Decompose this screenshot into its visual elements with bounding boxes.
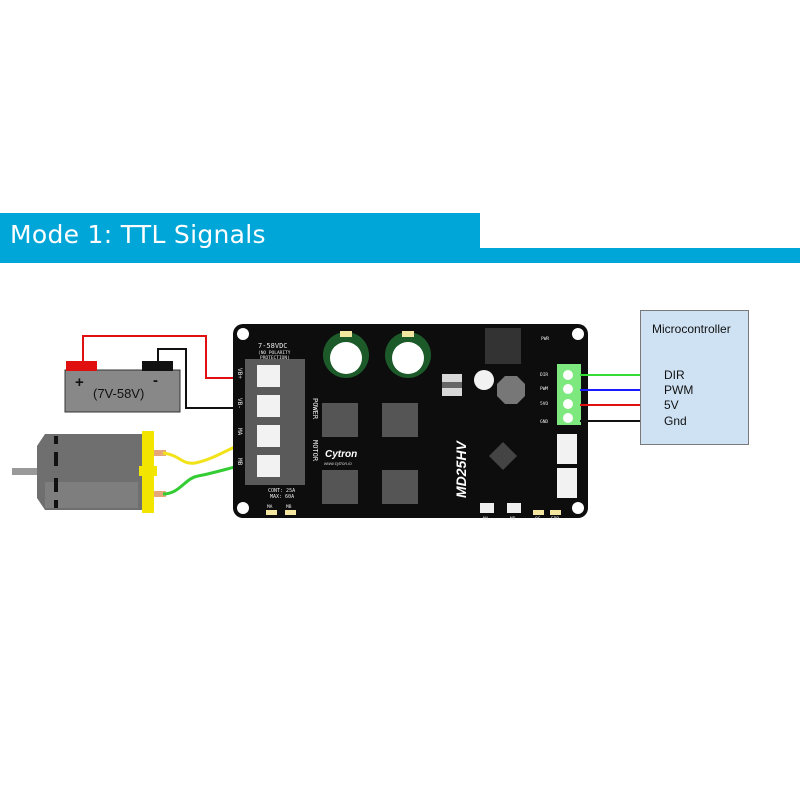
pin-label-gnd: GND (540, 419, 548, 425)
terminal-label: VB- (236, 398, 243, 409)
led-mb (285, 510, 296, 515)
terminal-vb-minus (257, 395, 280, 417)
wire-battery-negative (157, 348, 262, 409)
mc-pin-pwm: PWM (664, 383, 694, 397)
brand-logo: Cytron (325, 449, 357, 460)
mount-hole (572, 328, 584, 340)
switch-header (557, 468, 577, 498)
motor-driver-board: 7-58VDC (NO POLARITY PROTECTION) CONT: 2… (233, 324, 588, 522)
title-banner (0, 213, 480, 263)
mc-pin-dir: DIR (664, 368, 685, 382)
microcontroller-title: Microcontroller (652, 322, 731, 336)
led-label: OC (535, 516, 541, 522)
pin-label-dir: DIR (540, 372, 548, 378)
pwr-led-label: PWR (541, 336, 549, 342)
led-label: ERR (551, 516, 559, 522)
led-label: MA (267, 504, 273, 510)
small-capacitor (474, 370, 494, 390)
terminal-mb (257, 455, 280, 477)
battery-negative-sign: - (153, 372, 158, 389)
microcontroller-box (640, 310, 749, 445)
website-label: www.cytron.io (324, 461, 352, 466)
mosfet (322, 470, 358, 504)
battery-positive-terminal (66, 361, 97, 371)
model-label: MD25HV (453, 440, 469, 498)
mosfet (382, 470, 418, 504)
pot-header (557, 434, 577, 464)
led-label: MB (286, 504, 292, 510)
terminal-label: MA (236, 428, 243, 436)
mount-hole (237, 502, 249, 514)
pin-label-pwm: PWM (540, 386, 548, 392)
battery (64, 361, 181, 413)
terminal-label: VB+ (236, 368, 243, 379)
led-err (550, 510, 561, 515)
mosfet (322, 403, 358, 437)
pin-label-5vo: 5VO (540, 401, 548, 407)
motor-terminal-a (154, 450, 166, 456)
inductor-round (497, 376, 525, 404)
battery-positive-sign: + (75, 374, 84, 391)
title-banner-strip (480, 248, 800, 263)
dc-motor (12, 431, 166, 513)
battery-voltage-label: (7V-58V) (93, 386, 145, 401)
mc-pin-5v: 5V (664, 398, 679, 412)
mount-hole (572, 502, 584, 514)
terminal-label: MB (236, 458, 243, 466)
microcontroller-chip (489, 442, 517, 470)
polarity-note: PROTECTION) (260, 355, 290, 361)
wire-battery-positive (82, 335, 262, 379)
page-title: Mode 1: TTL Signals (10, 220, 266, 249)
current-cont: CONT: 25A (268, 488, 295, 494)
led-ma (266, 510, 277, 515)
motor-label: MOTOR (311, 440, 319, 462)
terminal-ma (257, 425, 280, 447)
led-oc (533, 510, 544, 515)
battery-negative-terminal (142, 361, 173, 371)
mc-pin-gnd: Gnd (664, 414, 687, 428)
power-label: POWER (311, 398, 319, 420)
button-label: MA (483, 516, 489, 522)
ic-chip (485, 328, 521, 364)
button-mb[interactable] (507, 503, 521, 513)
terminal-vb-plus (257, 365, 280, 387)
battery-body (64, 369, 181, 413)
polarity-note: (NO POLARITY (258, 350, 291, 356)
button-label: MB (510, 516, 516, 522)
motor-shaft (12, 468, 37, 475)
mount-hole (237, 328, 249, 340)
button-ma[interactable] (480, 503, 494, 513)
motor-terminal-b (154, 491, 166, 497)
current-max: MAX: 60A (270, 494, 294, 500)
mosfet (382, 403, 418, 437)
voltage-label: 7-58VDC (258, 342, 288, 350)
